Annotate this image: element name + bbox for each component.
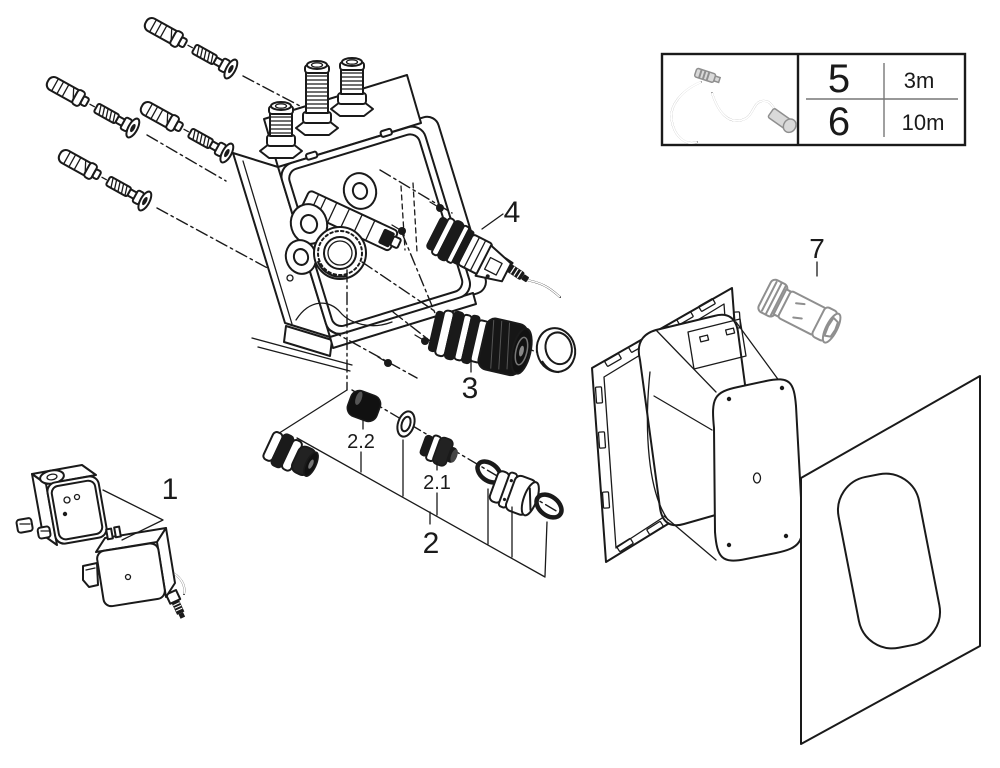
part-1-power-unit <box>82 525 186 619</box>
pipe-port-right <box>330 57 374 117</box>
part-2-2-cap <box>346 389 382 423</box>
part-4-solenoid-cartridge <box>426 216 561 298</box>
label-part-4: 4 <box>504 196 521 229</box>
part-2-connector <box>262 431 319 477</box>
part-1-bracket <box>102 489 164 541</box>
part-2-washer <box>396 410 416 438</box>
legend-table: 5 3m 6 10m <box>660 52 967 147</box>
pipe-port-center <box>295 60 339 136</box>
label-part-2-1: 2.1 <box>423 472 451 494</box>
mounting-screw-dots <box>377 201 444 367</box>
cable-icon <box>670 67 797 144</box>
part-2-group <box>262 389 564 578</box>
label-part-7: 7 <box>809 233 825 264</box>
label-part-2: 2 <box>423 527 440 560</box>
wall-plate <box>800 375 981 745</box>
valve-body-interior <box>251 172 418 372</box>
part-3-cartridge <box>427 309 577 377</box>
legend-length-10m: 10m <box>902 110 945 135</box>
valve-body <box>232 57 487 372</box>
label-part-2-2: 2.2 <box>347 431 375 453</box>
protection-housing <box>637 313 804 562</box>
part-2-1-plug <box>419 434 458 467</box>
legend-item-6: 6 <box>828 100 850 144</box>
part-2-oring-2 <box>534 492 564 520</box>
part-2-bracket <box>296 437 546 578</box>
legend-item-5: 5 <box>828 57 850 101</box>
screw-anchor-set <box>41 11 313 278</box>
pipe-port-left <box>259 101 303 159</box>
part-1-back-box <box>15 464 108 546</box>
part-3-ring <box>535 327 577 374</box>
legend-length-3m: 3m <box>904 68 935 93</box>
label-part-1: 1 <box>162 473 179 506</box>
part-1-group <box>15 464 186 619</box>
part-4-leader <box>481 213 504 230</box>
part-2-screw-plug <box>488 470 540 517</box>
part-7-extension <box>757 278 842 344</box>
label-part-3: 3 <box>462 372 479 405</box>
